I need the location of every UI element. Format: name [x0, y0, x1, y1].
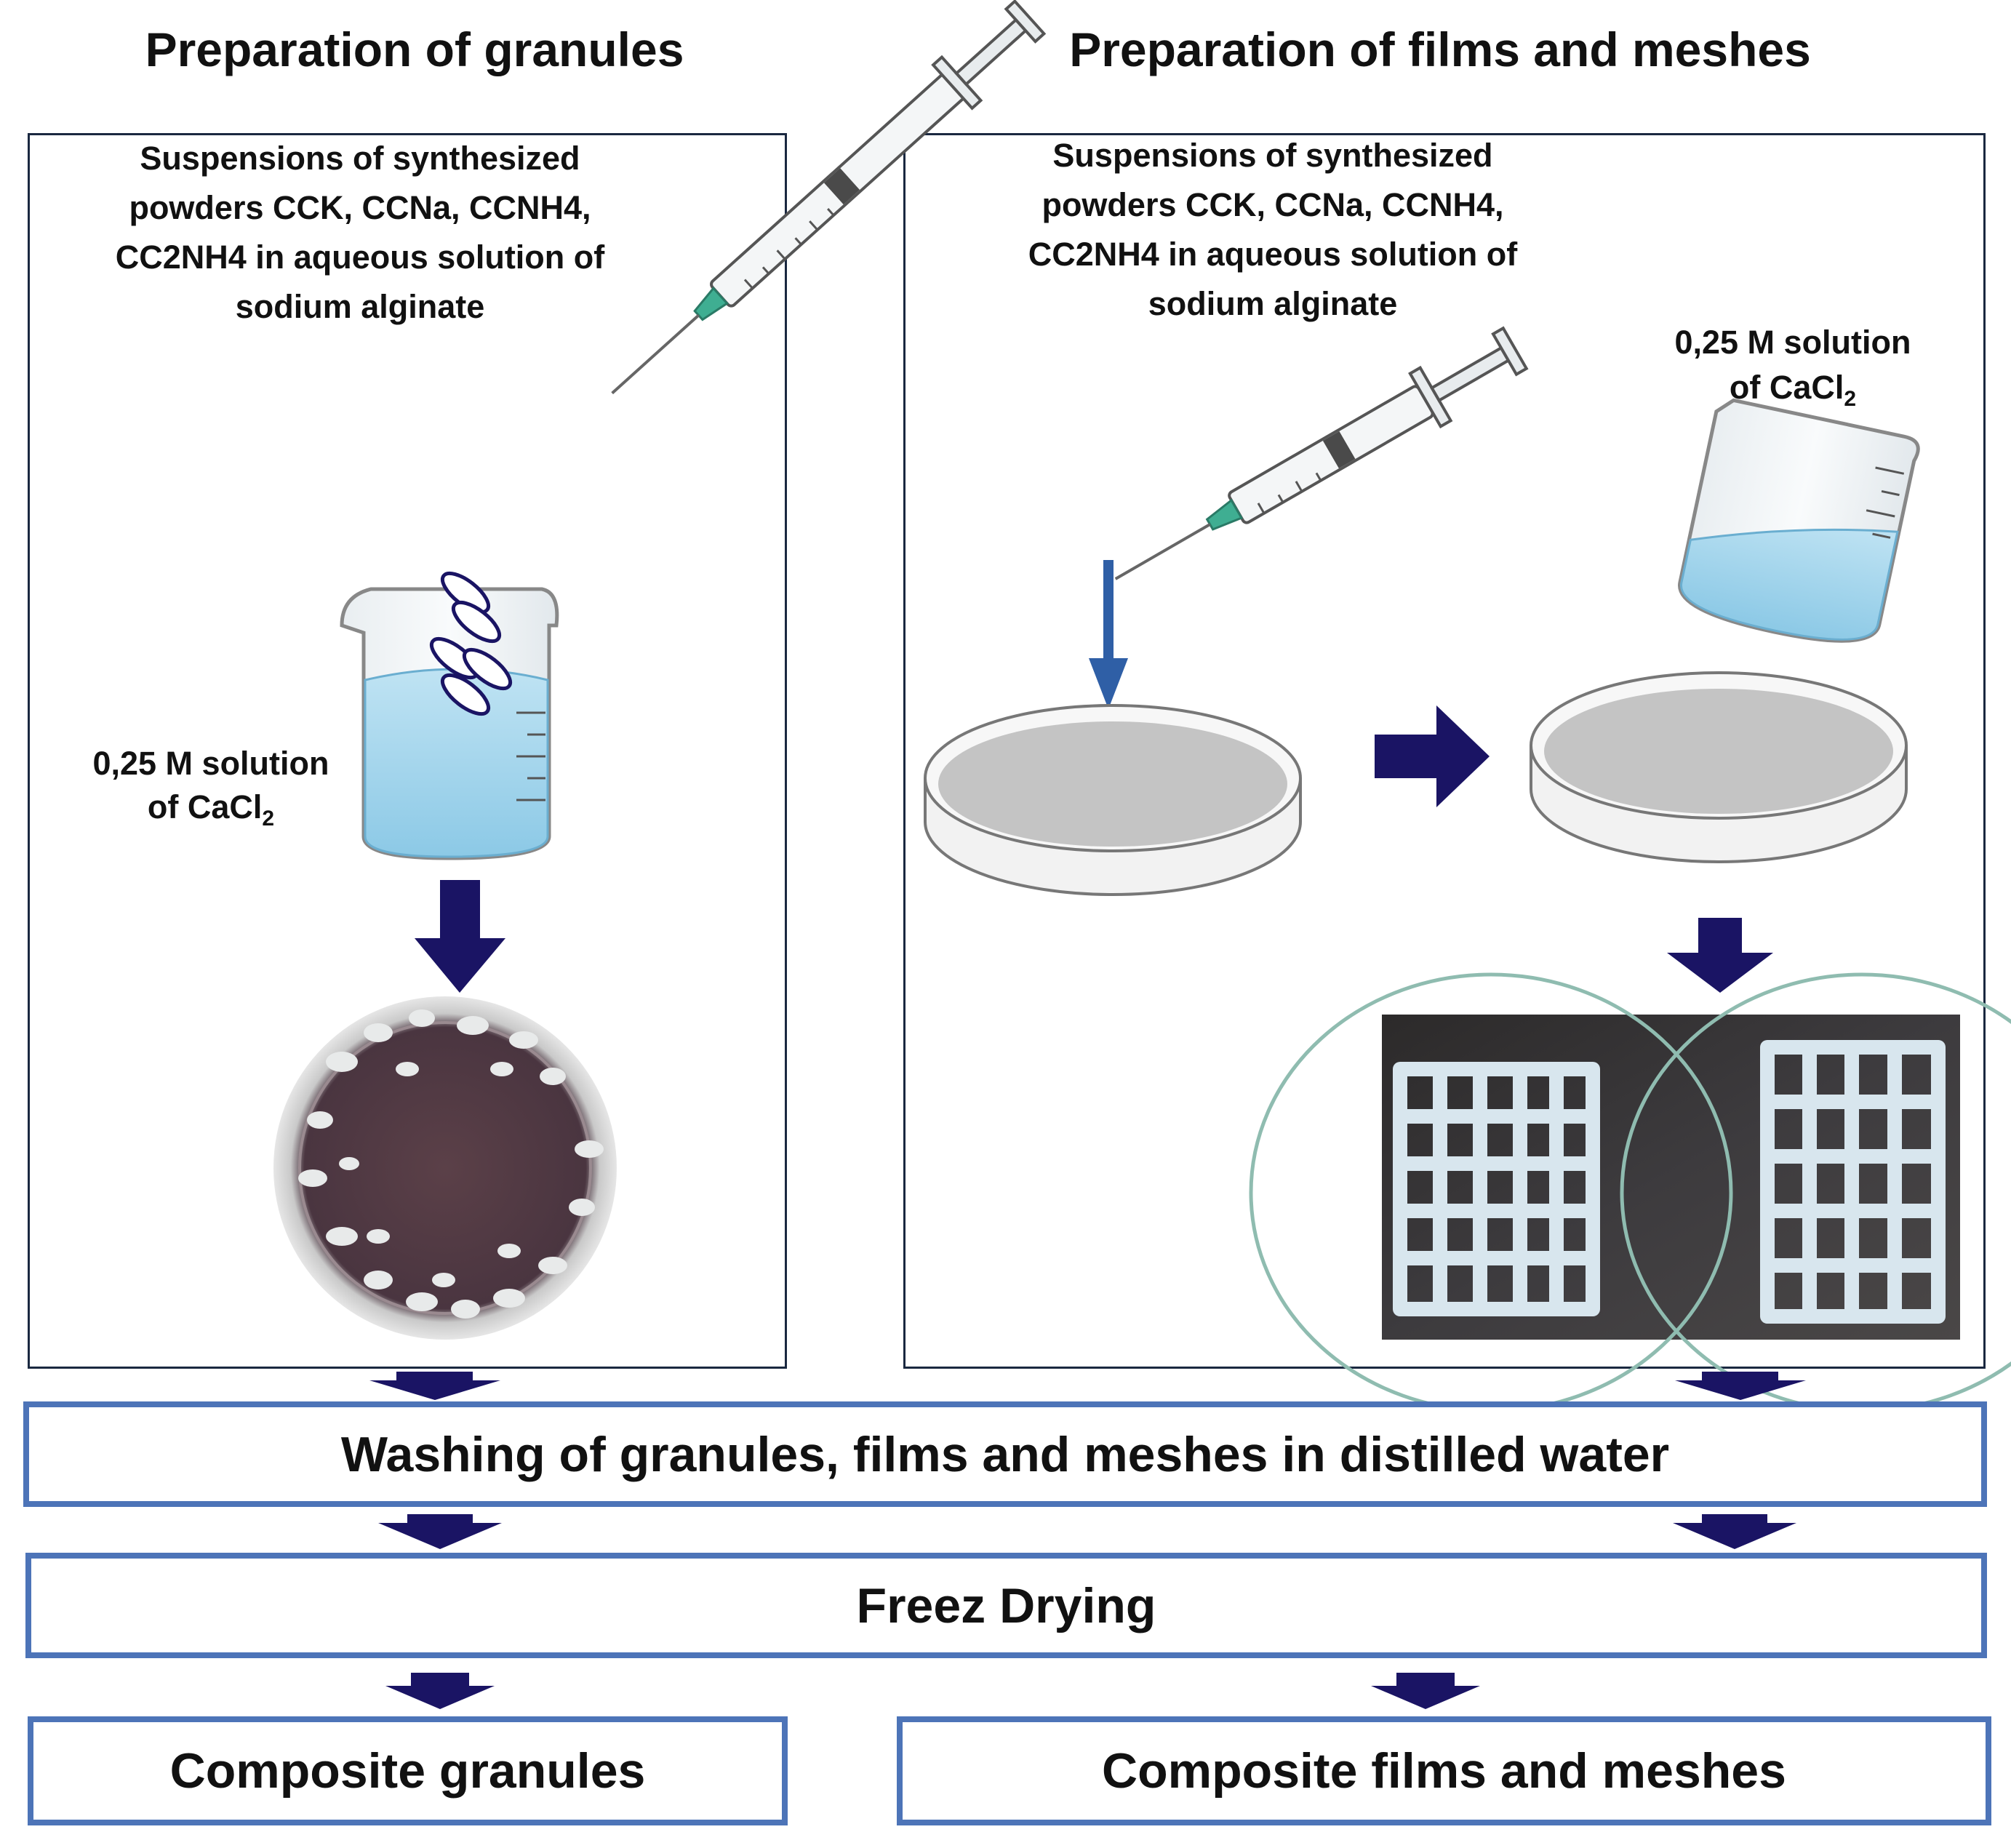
arrow-down-3-left: [385, 1673, 495, 1709]
suspension-line: CC2NH4 in aqueous solution of: [115, 239, 605, 276]
solution-line: 0,25 M solution: [1674, 324, 1911, 361]
suspension-text-right: Suspensions of synthesized powders CCK, …: [967, 131, 1578, 329]
arrow-down-3-right: [1371, 1673, 1480, 1709]
granules-photo: [273, 996, 617, 1340]
cacl2-solution-label-right: 0,25 M solution of CaCl2: [1640, 320, 1946, 422]
arrow-down-2-right: [1673, 1514, 1796, 1549]
arrow-down-granules: [415, 880, 505, 993]
suspension-line: sodium alginate: [235, 288, 485, 325]
beaker-icon: [1678, 398, 1920, 643]
syringe-icon: [611, 0, 1047, 395]
solution-line: of CaCl2: [1729, 369, 1857, 411]
composite-films-meshes-result: Composite films and meshes: [897, 1716, 1991, 1825]
arrow-right-dish: [1375, 705, 1490, 807]
petri-dish-icon: [924, 704, 1302, 896]
suspension-line: Suspensions of synthesized: [140, 140, 580, 177]
arrow-down-2-left: [378, 1514, 502, 1549]
composite-granules-result: Composite granules: [28, 1716, 788, 1825]
petri-dish-icon: [1530, 671, 1908, 863]
suspension-line: powders CCK, CCNa, CCNH4,: [1042, 186, 1504, 223]
arrow-down-1-right: [1675, 1372, 1806, 1400]
heading-films-meshes: Preparation of films and meshes: [1069, 23, 1811, 76]
suspension-line: powders CCK, CCNa, CCNH4,: [129, 189, 591, 226]
freeze-drying-step: Freez Drying: [25, 1553, 1987, 1658]
suspension-line: sodium alginate: [1148, 285, 1398, 322]
solution-line: 0,25 M solution: [92, 745, 329, 782]
arrow-down-1-left: [369, 1372, 500, 1400]
syringe-icon: [1089, 326, 1529, 709]
beaker-icon: [340, 571, 559, 860]
arrow-down-meshes: [1667, 918, 1773, 993]
suspension-line: Suspensions of synthesized: [1052, 137, 1493, 174]
suspension-line: CC2NH4 in aqueous solution of: [1028, 236, 1518, 273]
solution-line: of CaCl2: [147, 788, 275, 831]
cacl2-solution-label-left: 0,25 M solution of CaCl2: [65, 742, 356, 841]
meshes-photo: [1249, 972, 2011, 1413]
washing-step: Washing of granules, films and meshes in…: [23, 1401, 1987, 1507]
heading-granules: Preparation of granules: [145, 23, 684, 76]
suspension-text-left: Suspensions of synthesized powders CCK, …: [58, 134, 662, 332]
